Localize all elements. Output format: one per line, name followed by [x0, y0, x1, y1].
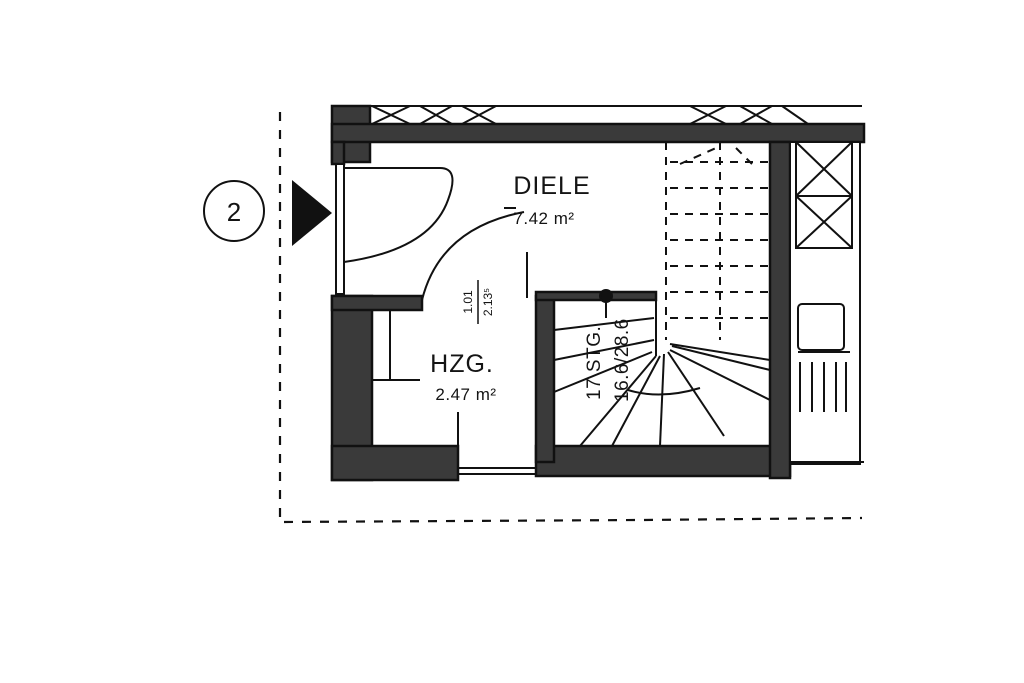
entrance-arrow-icon [292, 180, 332, 246]
door-dimensions: 1.01 2.13⁵ [461, 280, 495, 324]
section-marker-number: 2 [227, 197, 241, 227]
section-marker-circle [203, 180, 265, 242]
door-width: 1.01 [461, 290, 475, 314]
door-frame-left [335, 163, 345, 295]
bottom-window [458, 467, 536, 475]
upper-window-band [370, 105, 862, 125]
wall-stair-left [534, 294, 556, 464]
stair-ratio: 16.6/28.6 [612, 318, 633, 402]
wall-stair-top [534, 290, 658, 302]
entrance-door-swing [343, 167, 454, 263]
hzg-door-swing [421, 211, 525, 301]
wall-left-upper [330, 140, 346, 166]
room-name-diele: DIELE [513, 172, 590, 200]
wall-right-inner [768, 140, 792, 480]
plot-boundary [278, 112, 863, 524]
wall-bottom-left [330, 444, 460, 482]
room-area-hzg: 2.47 m² [435, 385, 496, 404]
door-height: 2.13⁵ [481, 288, 495, 316]
kitchen-units [790, 141, 864, 463]
wall-bottom-right [534, 444, 792, 478]
stair-winder [553, 289, 771, 447]
hzg-interior [372, 309, 459, 446]
wall-top [330, 122, 866, 144]
stair-upper-run [665, 142, 768, 340]
room-area-diele: 7.42 m² [513, 209, 574, 228]
stair-steps: 17 STG. [584, 326, 605, 400]
room-name-hzg: HZG. [430, 350, 494, 378]
wall-hzg-divider-top [330, 294, 424, 312]
